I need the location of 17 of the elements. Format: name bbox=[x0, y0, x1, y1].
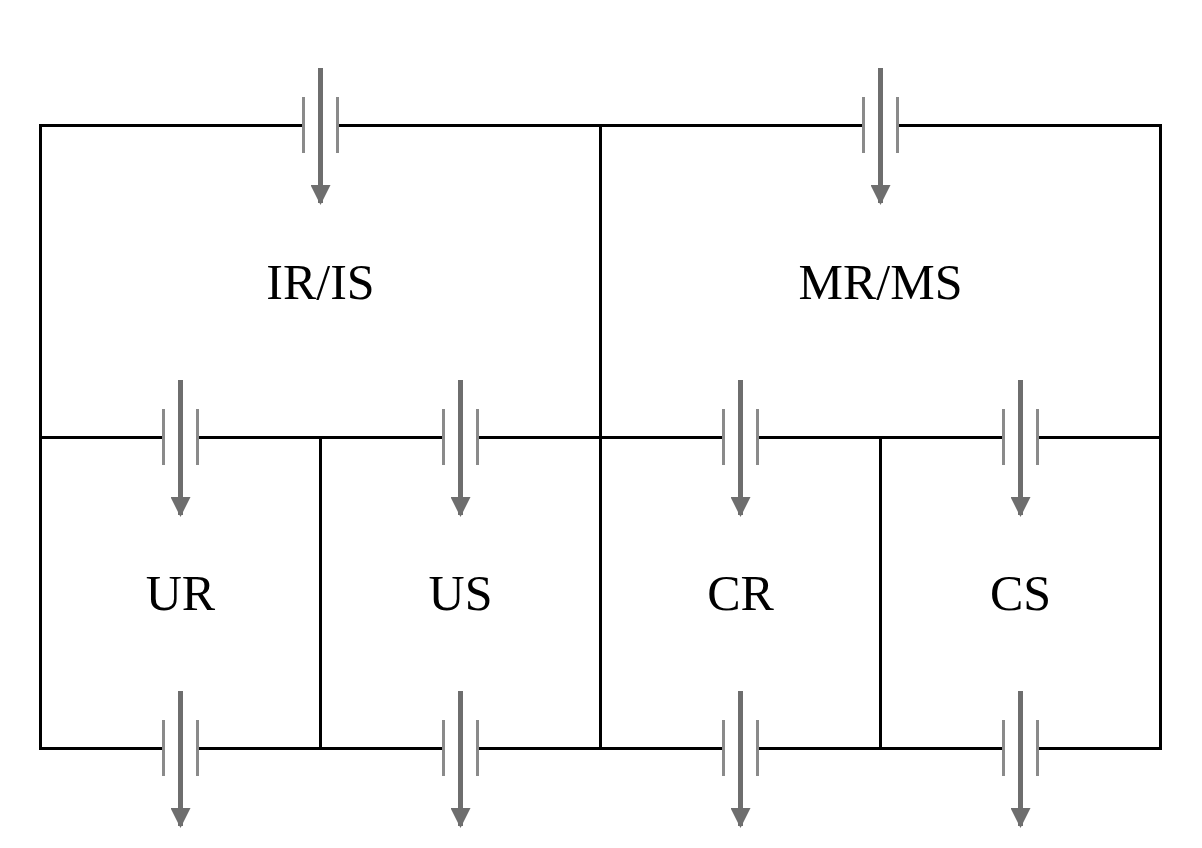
flow-arrow bbox=[162, 691, 199, 828]
compartment-label: MR/MS bbox=[798, 252, 963, 311]
flow-arrow bbox=[442, 380, 479, 517]
flow-arrow bbox=[722, 380, 759, 517]
flow-arrow bbox=[162, 380, 199, 517]
flow-arrow bbox=[302, 68, 339, 205]
flow-arrow bbox=[1002, 380, 1039, 517]
compartment-label: CS bbox=[989, 564, 1052, 622]
compartment-label: IR/IS bbox=[266, 252, 375, 311]
compartment-label: US bbox=[428, 564, 493, 622]
compartment-label: UR bbox=[145, 564, 216, 622]
flow-arrow bbox=[442, 691, 479, 828]
compartment-label: CR bbox=[707, 564, 774, 622]
flow-arrow bbox=[862, 68, 899, 205]
flow-arrow bbox=[1002, 691, 1039, 828]
compartment-box bbox=[879, 436, 1162, 750]
flow-arrow bbox=[722, 691, 759, 828]
